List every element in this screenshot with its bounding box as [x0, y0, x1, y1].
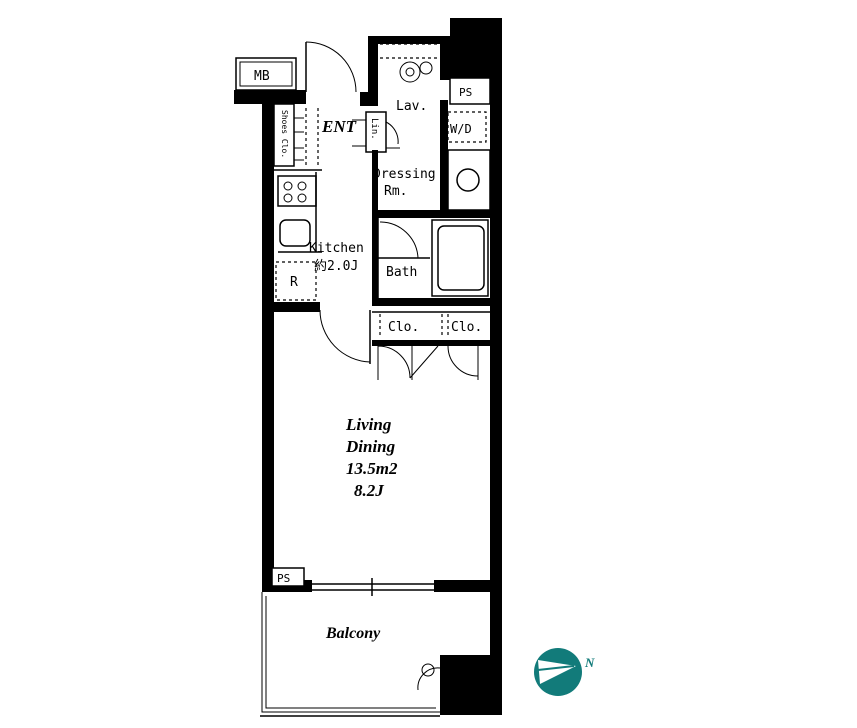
north-label: N — [584, 655, 595, 670]
entrance: Shoes Clo. ENT Lin. — [273, 41, 387, 171]
kitchen-label-1: Kitchen — [309, 241, 364, 256]
dining-label: Dining — [345, 437, 396, 456]
dressing-label-2: Rm. — [384, 184, 407, 199]
living-dining: Living Dining 13.5m2 8.2J — [312, 400, 495, 596]
lavatory: Lav. — [380, 43, 440, 149]
living-area-j: 8.2J — [354, 481, 384, 500]
ent-label: ENT — [321, 117, 357, 136]
pipe-space-bottom: PS — [271, 567, 305, 587]
closet-left-label: Clo. — [388, 320, 419, 335]
closets: Clo. Clo. — [372, 311, 490, 380]
north-compass-icon: N — [534, 648, 595, 696]
ps-top-label: PS — [459, 86, 472, 99]
living-label: Living — [345, 415, 392, 434]
pipe-space-top: PS — [449, 77, 491, 105]
linen-label: Lin. — [369, 118, 379, 140]
kitchen-label-2: 約2.0J — [314, 259, 358, 274]
balcony-label: Balcony — [325, 625, 381, 642]
ps-bottom-label: PS — [277, 572, 290, 585]
bathroom: Bath — [377, 218, 489, 298]
fridge-label: R — [290, 275, 298, 290]
walls — [234, 18, 502, 715]
shoes-closet-label: Shoes Clo. — [280, 110, 289, 158]
closet-right-label: Clo. — [451, 320, 482, 335]
wd-label: W/D — [450, 122, 472, 136]
kitchen: Kitchen 約2.0J R — [275, 172, 364, 301]
dressing-room: Dressing Rm. — [373, 167, 436, 199]
balcony: Balcony — [260, 592, 441, 717]
lav-label: Lav. — [396, 99, 427, 114]
dressing-label-1: Dressing — [373, 167, 436, 182]
living-door — [319, 309, 371, 364]
living-area-m2: 13.5m2 — [346, 459, 398, 478]
meter-box: MB — [235, 57, 297, 91]
bath-label: Bath — [386, 265, 417, 280]
mb-label: MB — [254, 69, 270, 84]
washer-area: W/D — [447, 111, 491, 211]
